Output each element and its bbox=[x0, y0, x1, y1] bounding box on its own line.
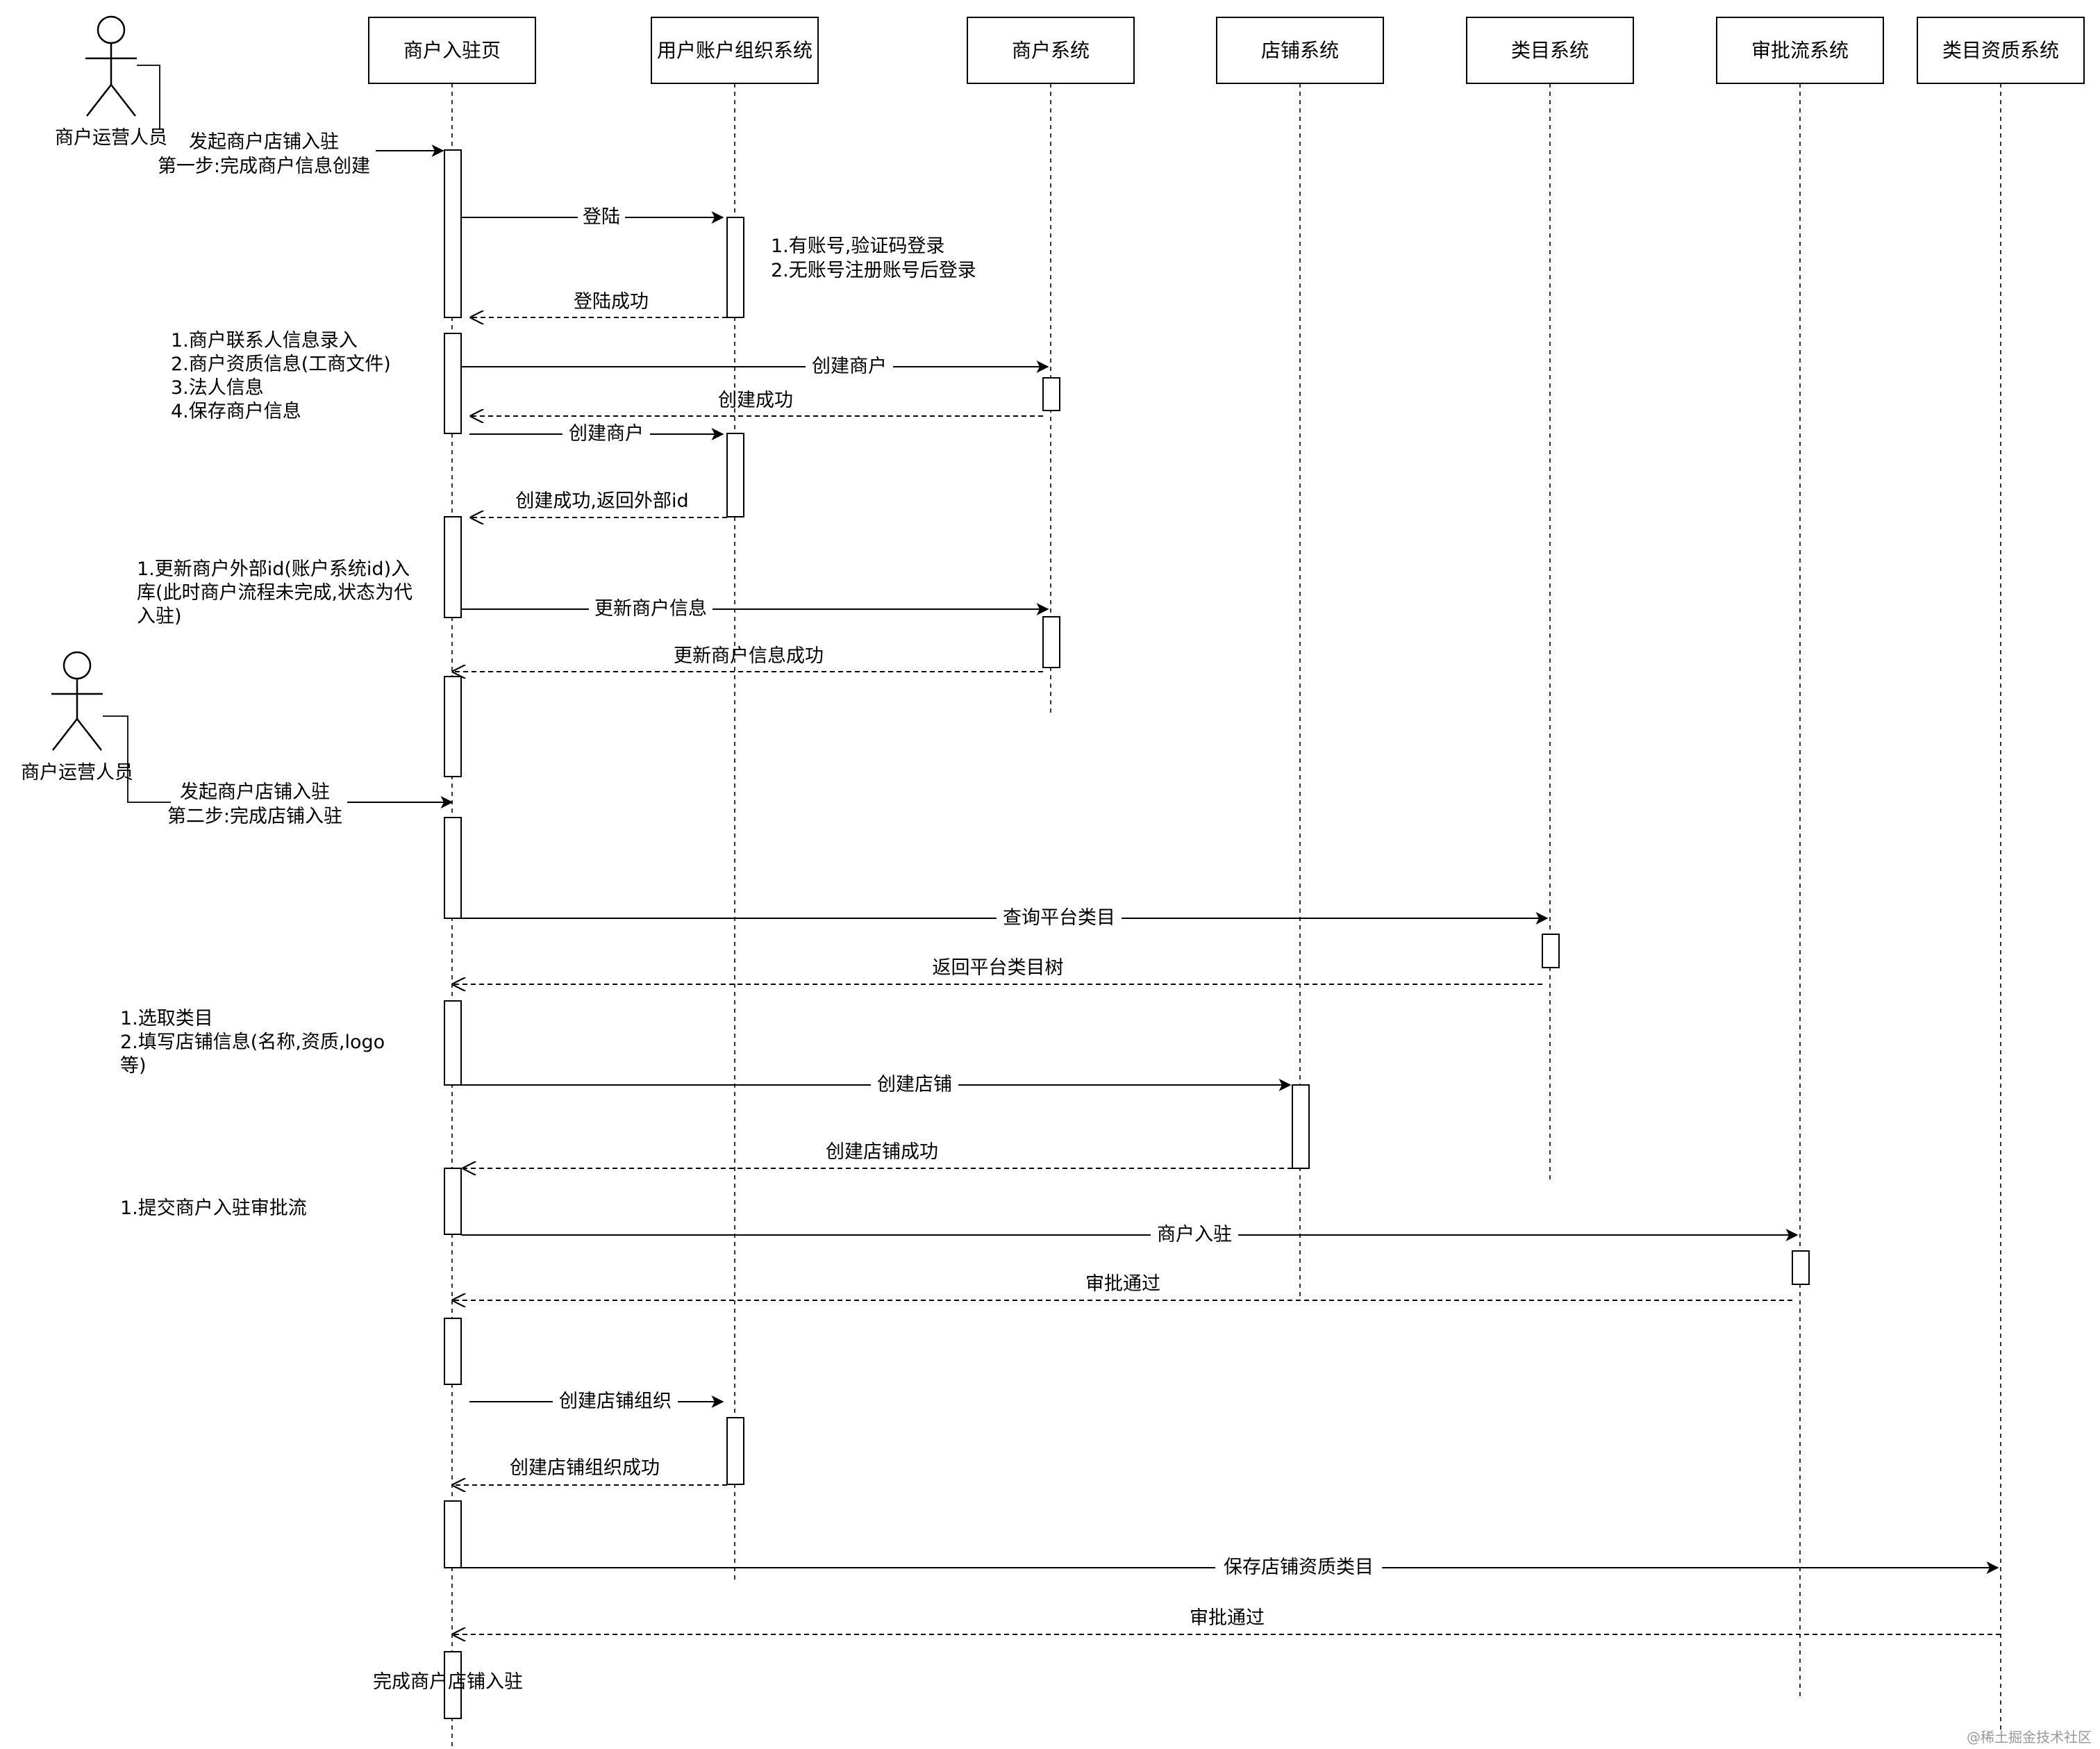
activation-p1-2 bbox=[444, 333, 462, 434]
participant-label: 商户系统 bbox=[1012, 39, 1090, 62]
note-4-line-2: 2.填写店铺信息(名称,资质,logo bbox=[120, 1031, 385, 1053]
activation-p1-10 bbox=[444, 1651, 462, 1719]
actor-1[interactable] bbox=[85, 15, 137, 117]
message-label-m13: 商户入驻 bbox=[1157, 1224, 1232, 1245]
actor-message-2-line-2: 第二步:完成店铺入驻 bbox=[167, 806, 342, 827]
actor-leg-left bbox=[52, 718, 78, 751]
note-1-line-1: 1.有账号,验证码登录 bbox=[771, 235, 944, 257]
note-4-line-3: 等) bbox=[120, 1055, 147, 1077]
actor-2-label: 商户运营人员 bbox=[21, 762, 133, 784]
message-labels: 登陆 登陆成功 创建商户 创建成功 创建商户 创建成功,返回外部id 更新商户信… bbox=[510, 204, 1382, 1629]
message-label-m17: 保存店铺资质类目 bbox=[1224, 1557, 1374, 1578]
message-label-m8: 更新商户信息成功 bbox=[674, 645, 824, 667]
activations bbox=[444, 149, 1810, 1719]
participant-p4[interactable]: 店铺系统 bbox=[1216, 17, 1384, 84]
participant-label: 商户入驻页 bbox=[403, 39, 501, 62]
participant-label: 用户账户组织系统 bbox=[657, 39, 812, 62]
message-label-m7: 更新商户信息 bbox=[594, 598, 707, 620]
activation-p1-5 bbox=[444, 817, 462, 919]
participant-p2[interactable]: 用户账户组织系统 bbox=[651, 17, 819, 84]
message-label-m1: 登陆 bbox=[583, 206, 620, 228]
activation-p3-1 bbox=[1042, 377, 1060, 411]
message-label-m14: 审批通过 bbox=[1085, 1273, 1160, 1295]
message-label-m18: 审批通过 bbox=[1190, 1607, 1265, 1629]
watermark: @稀土掘金技术社区 bbox=[1967, 1729, 2092, 1746]
activation-p6-1 bbox=[1792, 1250, 1810, 1285]
participant-label: 类目资质系统 bbox=[1942, 39, 2059, 62]
note-3-line-1: 1.更新商户外部id(账户系统id)入 bbox=[137, 558, 410, 580]
actor-message-1-line-2: 第一步:完成商户信息创建 bbox=[158, 156, 370, 177]
participant-p5[interactable]: 类目系统 bbox=[1466, 17, 1634, 84]
note-3-line-2: 库(此时商户流程未完成,状态为代 bbox=[137, 582, 412, 604]
participant-p6[interactable]: 审批流系统 bbox=[1716, 17, 1884, 84]
note-2-line-4: 4.保存商户信息 bbox=[171, 401, 301, 422]
message-label-m4: 创建成功 bbox=[718, 390, 793, 411]
activation-p3-2 bbox=[1042, 616, 1060, 668]
message-label-m9: 查询平台类目 bbox=[1003, 907, 1115, 929]
actor-message-2-line-1: 发起商户店铺入驻 bbox=[180, 781, 330, 803]
activation-p2-3 bbox=[726, 1417, 744, 1485]
actor-1-label: 商户运营人员 bbox=[55, 127, 167, 149]
message-label-m10: 返回平台类目树 bbox=[933, 957, 1064, 979]
message-label-m11: 创建店铺 bbox=[877, 1074, 952, 1095]
message-label-m16: 创建店铺组织成功 bbox=[510, 1457, 660, 1479]
actor-1-connector bbox=[137, 65, 160, 130]
message-label-m15: 创建店铺组织 bbox=[559, 1391, 672, 1412]
actor-leg-right bbox=[76, 718, 102, 751]
note-1-line-2: 2.无账号注册账号后登录 bbox=[771, 260, 976, 281]
activation-p1-3 bbox=[444, 516, 462, 618]
actor-head bbox=[97, 15, 126, 44]
actor-head bbox=[62, 651, 92, 680]
participant-label: 审批流系统 bbox=[1751, 39, 1849, 62]
activation-p1-8 bbox=[444, 1318, 462, 1385]
activation-p4-1 bbox=[1292, 1084, 1310, 1169]
participants: 商户入驻页 用户账户组织系统 商户系统 店铺系统 类目系统 审批流系统 类目资质… bbox=[368, 17, 2085, 84]
participant-p1[interactable]: 商户入驻页 bbox=[368, 17, 536, 84]
note-6-line-1: 完成商户店铺入驻 bbox=[373, 1671, 523, 1693]
actor-2[interactable] bbox=[51, 651, 103, 751]
note-2-line-1: 1.商户联系人信息录入 bbox=[171, 330, 358, 351]
message-label-m2: 登陆成功 bbox=[574, 291, 649, 313]
activation-p5-1 bbox=[1542, 934, 1560, 968]
message-label-m6: 创建成功,返回外部id bbox=[515, 490, 688, 512]
lifelines bbox=[451, 83, 2001, 1747]
activation-p2-2 bbox=[726, 433, 744, 517]
participant-label: 类目系统 bbox=[1511, 39, 1589, 62]
actor-leg-right bbox=[110, 84, 136, 117]
actor-leg-left bbox=[86, 84, 112, 117]
note-3-line-3: 入驻) bbox=[137, 606, 182, 627]
note-4-line-1: 1.选取类目 bbox=[120, 1008, 213, 1029]
activation-p1-7 bbox=[444, 1168, 462, 1235]
note-5-line-1: 1.提交商户入驻审批流 bbox=[120, 1197, 307, 1219]
actor-2-connector bbox=[103, 715, 171, 803]
participant-label: 店铺系统 bbox=[1261, 39, 1339, 62]
note-2-line-2: 2.商户资质信息(工商文件) bbox=[171, 354, 391, 375]
message-label-m5: 创建商户 bbox=[569, 423, 644, 445]
message-label-m12: 创建店铺成功 bbox=[826, 1141, 938, 1163]
notes: 1.有账号,验证码登录 2.无账号注册账号后登录 1.商户联系人信息录入 2.商… bbox=[120, 235, 976, 1693]
activation-p1-6 bbox=[444, 1000, 462, 1086]
message-label-m3: 创建商户 bbox=[812, 356, 887, 377]
note-2-line-3: 3.法人信息 bbox=[171, 377, 264, 399]
activation-p1-1 bbox=[444, 149, 462, 318]
participant-p7[interactable]: 类目资质系统 bbox=[1917, 17, 2085, 84]
actor-message-labels: 发起商户店铺入驻 第一步:完成商户信息创建 发起商户店铺入驻 第二步:完成店铺入… bbox=[158, 131, 370, 827]
activation-p1-4 bbox=[444, 676, 462, 777]
actor-message-1-line-1: 发起商户店铺入驻 bbox=[189, 131, 339, 153]
participant-p3[interactable]: 商户系统 bbox=[967, 17, 1135, 84]
activation-p1-9 bbox=[444, 1500, 462, 1568]
activation-p2-1 bbox=[726, 217, 744, 318]
